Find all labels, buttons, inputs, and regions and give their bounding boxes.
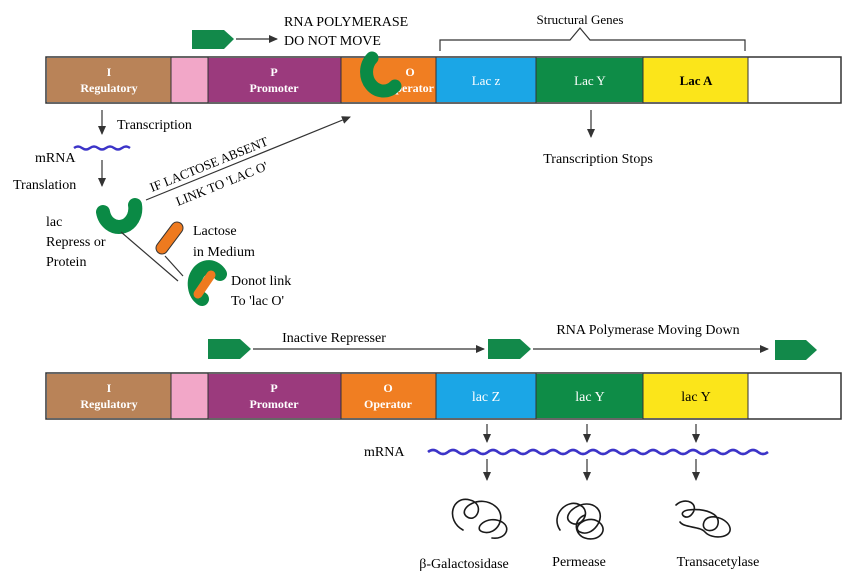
top-segment-promoter (208, 58, 341, 102)
bottom-segment-operator (341, 374, 436, 418)
bottom-segment-gene3 (643, 374, 748, 418)
complex-connector-2 (164, 255, 184, 277)
top-promoter-label: Promoter (249, 81, 299, 95)
bottom-regulatory-letter: I (107, 381, 112, 395)
polymerase-moving-label: RNA Polymerase Moving Down (556, 323, 739, 338)
bottom-promoter-letter: P (270, 381, 277, 395)
top-operon-bar: I Regulatory P Promoter O Operator Lac z… (45, 56, 842, 104)
repressor-protein-icon (96, 198, 143, 234)
bottom-gene3-label: lac Y (681, 390, 710, 405)
top-gene1-label: Lac z (472, 73, 501, 88)
lactose-label-line1: Lactose (193, 224, 237, 239)
bottom-segment-spacer (171, 374, 208, 418)
donot-link-line1: Donot link (231, 274, 291, 289)
beta-galactosidase-protein-icon (451, 498, 508, 539)
bottom-gene2-label: lac Y (575, 390, 604, 405)
bottom-operon-bar: I Regulatory P Promoter O Operator lac Z… (45, 372, 842, 420)
polymerase-icon-start (208, 339, 251, 359)
product2-label: Permease (552, 555, 606, 570)
bound-repressor-icon (360, 51, 402, 98)
bottom-segment-promoter (208, 374, 341, 418)
top-regulatory-letter: I (107, 65, 112, 79)
top-operator-letter: O (405, 65, 414, 79)
bottom-regulatory-label: Regulatory (80, 397, 137, 411)
top-segment-spacer (171, 58, 208, 102)
top-mrna-strand (73, 145, 131, 151)
polymerase-status-line1: RNA POLYMERASE (284, 15, 408, 30)
top-promoter-letter: P (270, 65, 277, 79)
bottom-operator-letter: O (383, 381, 392, 395)
lactose-icon (155, 221, 184, 255)
polymerase-status-line2: DO NOT MOVE (284, 34, 381, 49)
repressor-label-line1: lac (46, 215, 62, 230)
product1-label: β-Galactosidase (419, 557, 509, 572)
top-segment-gene3 (643, 58, 748, 102)
bottom-segment-gene1 (436, 374, 536, 418)
translation-label: Translation (13, 178, 76, 193)
polymerase-icon-end (775, 340, 817, 360)
donot-link-line2: To 'lac O' (231, 294, 284, 309)
top-mrna-label: mRNA (35, 151, 76, 166)
bottom-segment-regulatory (47, 374, 171, 418)
bottom-mrna-strand (427, 448, 769, 456)
structural-genes-bracket (439, 27, 746, 51)
product3-label: Transacetylase (677, 555, 760, 570)
polymerase-icon-top (192, 30, 234, 49)
top-gene3-label: Lac A (680, 73, 713, 88)
top-segment-regulatory (47, 58, 171, 102)
bottom-mrna-label: mRNA (364, 445, 405, 460)
transacetylase-protein-icon (675, 500, 731, 538)
bottom-promoter-label: Promoter (249, 397, 299, 411)
complex-connector-1 (120, 231, 179, 282)
structural-genes-label: Structural Genes (536, 12, 623, 27)
transcription-stops-label: Transcription Stops (543, 152, 653, 167)
top-regulatory-label: Regulatory (80, 81, 137, 95)
bottom-segment-gene2 (536, 374, 643, 418)
inactive-repressor-label: Inactive Represser (282, 331, 386, 346)
repressor-label-line3: Protein (46, 255, 86, 270)
polymerase-icon-mid (488, 339, 531, 359)
permease-protein-icon (556, 502, 604, 540)
lactose-label-line2: in Medium (193, 245, 255, 260)
top-segment-gene2 (536, 58, 643, 102)
inactive-complex-icon (187, 260, 227, 306)
transcription-label: Transcription (117, 118, 192, 133)
bottom-gene1-label: lac Z (472, 390, 500, 405)
link-to-operator-arrow (145, 116, 351, 201)
top-segment-gene1 (436, 58, 536, 102)
repressor-label-line2: Repress or (46, 235, 106, 250)
top-gene2-label: Lac Y (574, 73, 606, 88)
bottom-operator-label: Operator (364, 397, 413, 411)
